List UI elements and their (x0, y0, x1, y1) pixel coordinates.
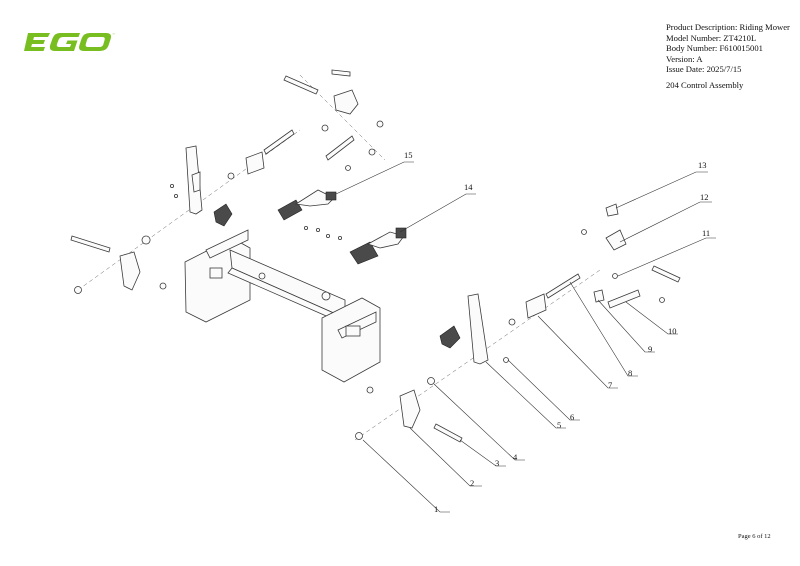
callout-11: 11 (702, 228, 710, 238)
callout-3: 3 (495, 458, 499, 468)
leader-11 (617, 237, 716, 277)
top-pivot-bracket (333, 89, 359, 115)
callout-6: 6 (570, 412, 574, 422)
callout-7: 7 (608, 380, 612, 390)
document-info: Product Description: Riding Mower Model … (666, 22, 790, 75)
callout-10: 10 (668, 326, 677, 336)
ego-logo: ™ (24, 33, 116, 51)
assembly-axis-left (77, 129, 301, 291)
left-control-lever (185, 145, 203, 215)
left-damper-bracket (213, 203, 233, 227)
leader-4 (433, 383, 525, 461)
top-spring (331, 69, 351, 77)
callout-2: 2 (470, 478, 474, 488)
left-pivot-bracket (119, 251, 141, 291)
version: Version: A (666, 53, 703, 64)
issue-date: Issue Date: 2025/7/15 (666, 64, 742, 75)
leader-10 (625, 301, 678, 335)
leader-12 (619, 201, 712, 243)
top-pivot-shaft (283, 75, 319, 95)
nut-1 (355, 432, 363, 440)
left-washer (141, 235, 151, 245)
callout-12: 12 (700, 192, 709, 202)
callout-9: 9 (648, 344, 652, 354)
left-long-bolt (70, 235, 111, 253)
body-number: Body Number: F610015001 (666, 43, 763, 54)
page-number: Page 6 of 12 (738, 533, 771, 540)
leader-2 (409, 427, 482, 487)
leader-8 (569, 281, 638, 377)
pivot-bracket-2 (399, 389, 421, 429)
leader-5 (485, 361, 566, 429)
callout-8: 8 (628, 368, 632, 378)
main-frame (184, 229, 381, 383)
section-title: 204 Control Assembly (666, 80, 744, 90)
left-shaft (263, 129, 295, 155)
switch-assembly-14 (349, 227, 407, 265)
right-damper-bracket (439, 325, 461, 349)
leader-13 (615, 171, 708, 209)
sensor-13 (605, 203, 619, 217)
right-control-lever (467, 293, 489, 365)
left-nut (74, 286, 82, 294)
callout-13: 13 (698, 160, 707, 170)
washer-4 (427, 377, 435, 385)
callout-14: 14 (464, 182, 473, 192)
leader-6 (507, 359, 580, 421)
bolt-3 (433, 423, 463, 443)
assembly-axis-upper (299, 74, 386, 161)
bracket-9 (593, 289, 605, 303)
leader-3 (459, 439, 506, 467)
linkage-rod (325, 135, 355, 161)
callout-4: 4 (513, 452, 518, 462)
leader-15 (335, 161, 414, 195)
model-number: Model Number: ZT4210L (666, 32, 757, 43)
left-spring (245, 151, 265, 175)
leader-1 (362, 439, 450, 513)
leader-9 (597, 299, 655, 353)
callout-5: 5 (557, 420, 561, 430)
product-description: Product Description: Riding Mower (666, 22, 790, 32)
svg-text:™: ™ (112, 33, 116, 37)
bolt-11 (651, 265, 681, 283)
link-plate-10 (607, 289, 641, 309)
spring-5 (525, 293, 547, 319)
callout-15: 15 (404, 150, 413, 160)
shaft-8 (545, 273, 581, 299)
pivot-12 (605, 229, 627, 251)
callout-1: 1 (434, 504, 438, 514)
small-screws (169, 183, 342, 240)
switch-assembly-15 (277, 189, 337, 221)
leader-7 (537, 315, 618, 389)
leader-14 (399, 193, 476, 233)
